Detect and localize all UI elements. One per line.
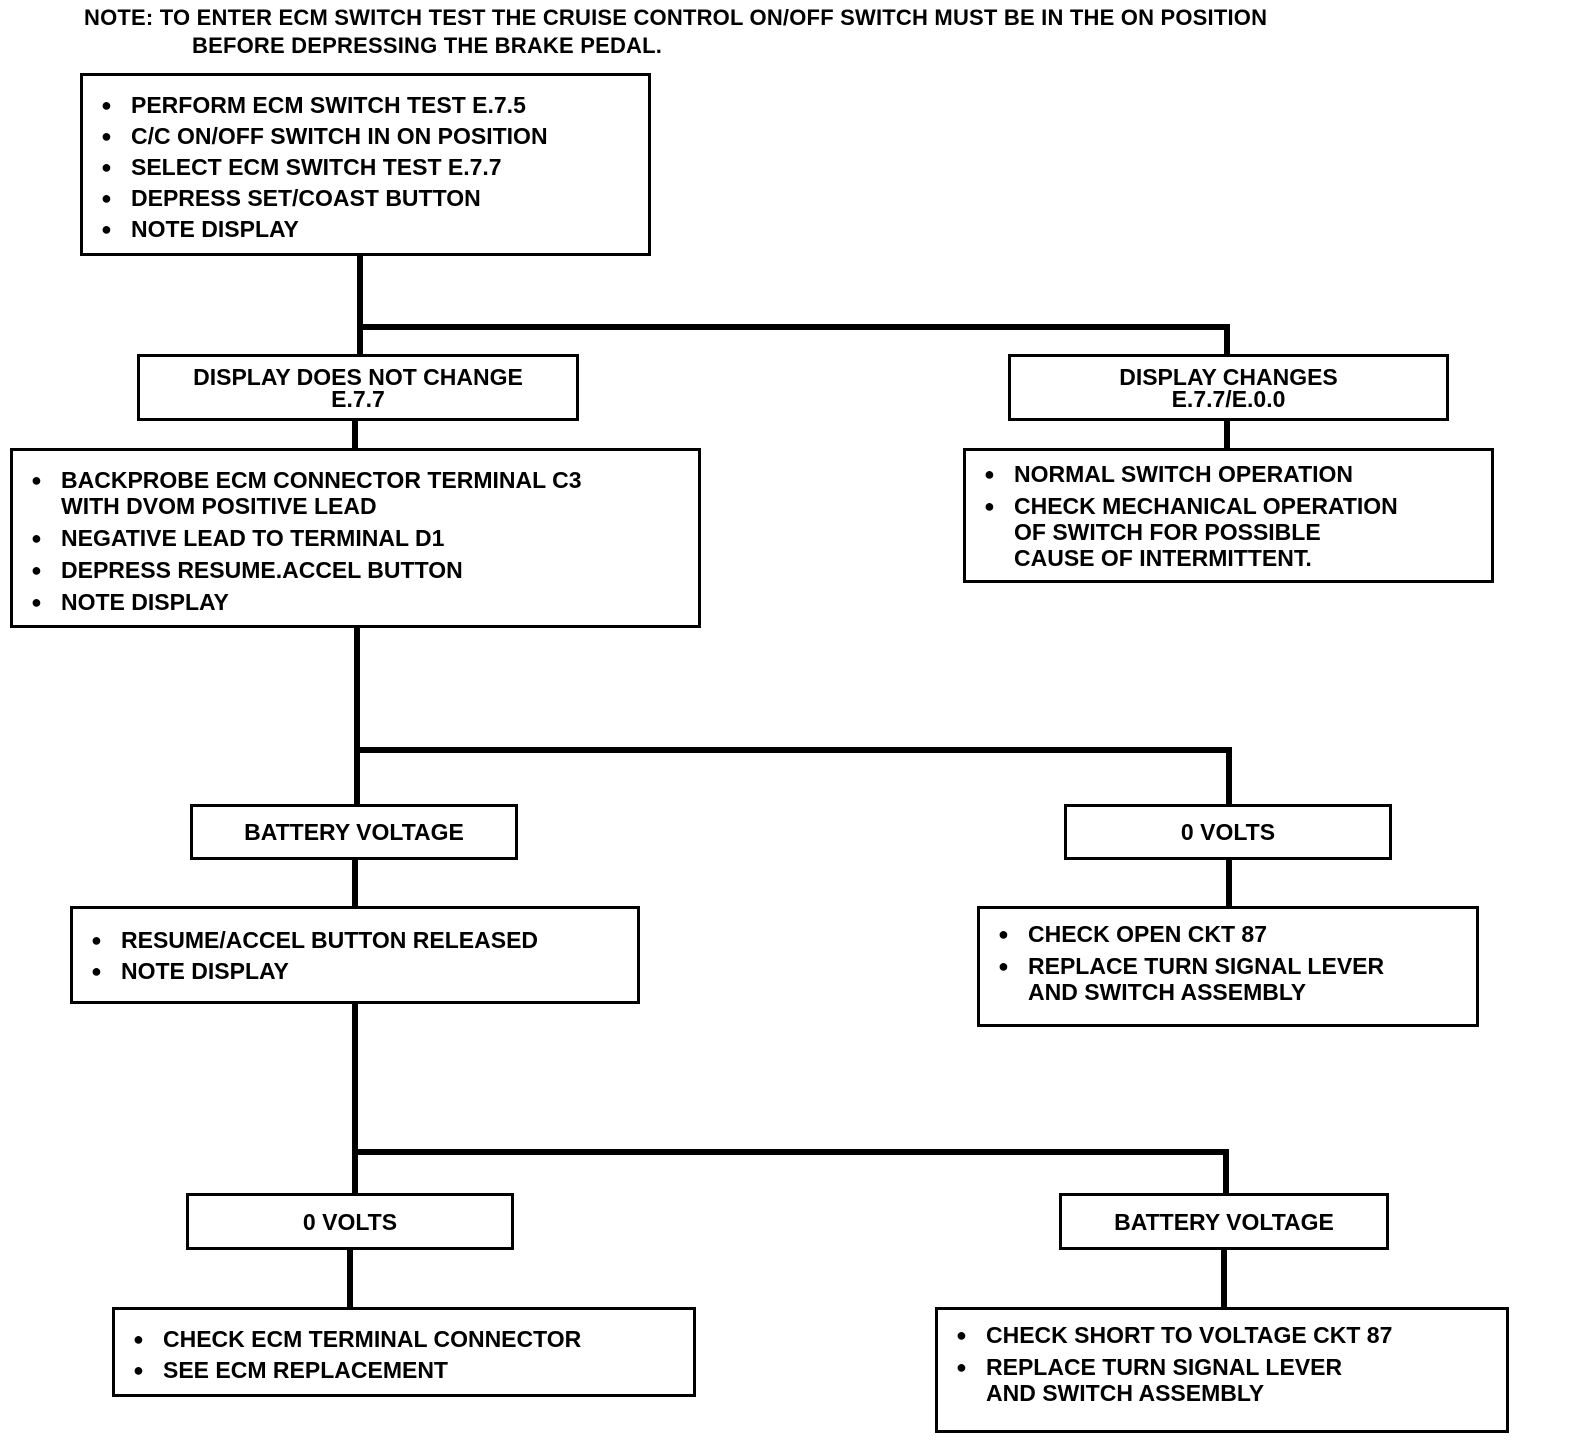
released-step-box: RESUME/ACCEL BUTTON RELEASED NOTE DISPLA… xyxy=(70,906,640,1004)
list-item: RESUME/ACCEL BUTTON RELEASED xyxy=(91,925,637,956)
outcome-label: 0 VOLTS xyxy=(302,1208,398,1235)
list-item: NOTE DISPLAY xyxy=(101,214,648,245)
note-line-1: NOTE: TO ENTER ECM SWITCH TEST THE CRUIS… xyxy=(84,5,1268,30)
outcome-label: DISPLAY DOES NOT CHANGE xyxy=(193,363,523,390)
list-item: REPLACE TURN SIGNAL LEVER AND SWITCH ASS… xyxy=(956,1354,1506,1406)
list-item: DEPRESS SET/COAST BUTTON xyxy=(101,183,648,214)
outcome-sublabel: E.7.7/E.0.0 xyxy=(1171,385,1286,412)
outcome-label: DISPLAY CHANGES xyxy=(1119,363,1338,390)
outcome-label: 0 VOLTS xyxy=(1180,819,1276,845)
start-step-box: PERFORM ECM SWITCH TEST E.7.5 C/C ON/OFF… xyxy=(80,73,651,256)
outcome-zero-volts-2: 0 VOLTS xyxy=(186,1193,514,1250)
list-item: NEGATIVE LEAD TO TERMINAL D1 xyxy=(31,525,698,551)
outcome-display-does-not-change: DISPLAY DOES NOT CHANGE E.7.7 xyxy=(137,354,579,421)
list-item: NOTE DISPLAY xyxy=(31,589,698,615)
list-item: CHECK ECM TERMINAL CONNECTOR xyxy=(133,1324,693,1355)
open-circuit-list: CHECK OPEN CKT 87 REPLACE TURN SIGNAL LE… xyxy=(998,921,1476,1005)
outcome-display-changes: DISPLAY CHANGES E.7.7/E.0.0 xyxy=(1008,354,1449,421)
short-circuit-list: CHECK SHORT TO VOLTAGE CKT 87 REPLACE TU… xyxy=(956,1322,1506,1406)
short-circuit-box: CHECK SHORT TO VOLTAGE CKT 87 REPLACE TU… xyxy=(935,1307,1509,1433)
backprobe-step-list: BACKPROBE ECM CONNECTOR TERMINAL C3 WITH… xyxy=(31,467,698,615)
ecm-check-list: CHECK ECM TERMINAL CONNECTOR SEE ECM REP… xyxy=(133,1324,693,1386)
list-item: BACKPROBE ECM CONNECTOR TERMINAL C3 WITH… xyxy=(31,467,698,519)
list-item: NOTE DISPLAY xyxy=(91,956,637,987)
note-line-2: BEFORE DEPRESSING THE BRAKE PEDAL. xyxy=(192,33,663,58)
outcome-label: BATTERY VOLTAGE xyxy=(1114,1208,1334,1235)
normal-operation-box: NORMAL SWITCH OPERATION CHECK MECHANICAL… xyxy=(963,448,1494,583)
start-step-list: PERFORM ECM SWITCH TEST E.7.5 C/C ON/OFF… xyxy=(101,90,648,245)
outcome-battery-voltage: BATTERY VOLTAGE xyxy=(190,804,518,860)
list-item: CHECK OPEN CKT 87 xyxy=(998,921,1476,947)
list-item: PERFORM ECM SWITCH TEST E.7.5 xyxy=(101,90,648,121)
list-item: SEE ECM REPLACEMENT xyxy=(133,1355,693,1386)
list-item: REPLACE TURN SIGNAL LEVER AND SWITCH ASS… xyxy=(998,953,1476,1005)
outcome-zero-volts: 0 VOLTS xyxy=(1064,804,1392,860)
list-item: C/C ON/OFF SWITCH IN ON POSITION xyxy=(101,121,648,152)
list-item: CHECK MECHANICAL OPERATION OF SWITCH FOR… xyxy=(984,493,1491,571)
list-item: NORMAL SWITCH OPERATION xyxy=(984,461,1491,487)
list-item: SELECT ECM SWITCH TEST E.7.7 xyxy=(101,152,648,183)
outcome-label: BATTERY VOLTAGE xyxy=(244,819,464,845)
list-item: DEPRESS RESUME.ACCEL BUTTON xyxy=(31,557,698,583)
outcome-sublabel: E.7.7 xyxy=(331,385,385,412)
ecm-check-box: CHECK ECM TERMINAL CONNECTOR SEE ECM REP… xyxy=(112,1307,696,1397)
backprobe-step-box: BACKPROBE ECM CONNECTOR TERMINAL C3 WITH… xyxy=(10,448,701,628)
normal-operation-list: NORMAL SWITCH OPERATION CHECK MECHANICAL… xyxy=(984,461,1491,571)
outcome-battery-voltage-2: BATTERY VOLTAGE xyxy=(1059,1193,1389,1250)
list-item: CHECK SHORT TO VOLTAGE CKT 87 xyxy=(956,1322,1506,1348)
released-step-list: RESUME/ACCEL BUTTON RELEASED NOTE DISPLA… xyxy=(91,925,637,987)
open-circuit-box: CHECK OPEN CKT 87 REPLACE TURN SIGNAL LE… xyxy=(977,906,1479,1027)
